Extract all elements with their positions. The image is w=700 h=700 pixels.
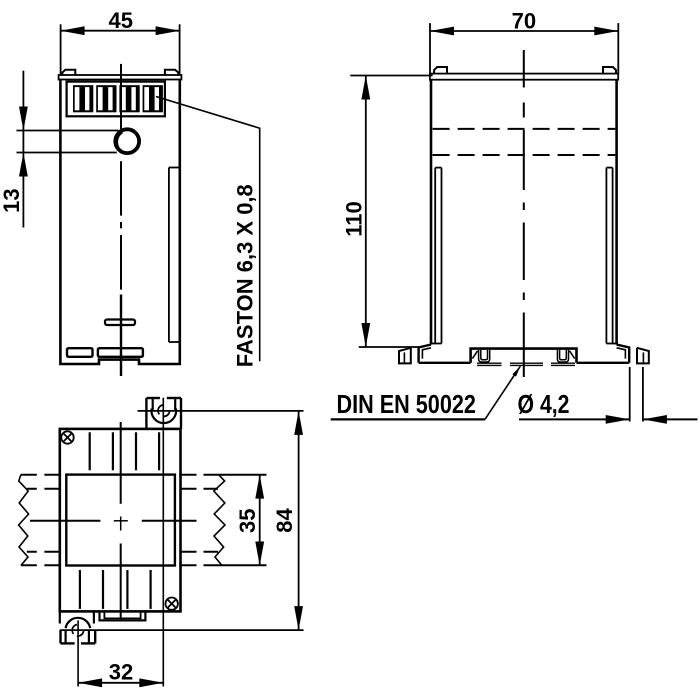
ear-bottom <box>58 611 97 687</box>
front-recess-center <box>96 347 145 359</box>
screw-symbol-bottomright <box>164 596 179 611</box>
front-groove <box>167 166 180 343</box>
front-view: 45 13 FASTON 6,3 X 0,8 <box>0 8 261 376</box>
dim-84-label: 84 <box>272 508 297 533</box>
dim-13: 13 <box>0 70 119 228</box>
din-claws <box>417 343 631 364</box>
coil-break-right <box>181 473 267 567</box>
ear-bottom-arc-group <box>64 616 92 644</box>
front-hole-arc <box>116 131 124 153</box>
din-latches <box>398 346 650 365</box>
dim-110: 110 <box>341 74 433 348</box>
dim-45: 45 <box>59 8 181 76</box>
dim-35-label: 35 <box>235 508 260 532</box>
side-grooves <box>431 166 617 345</box>
side-tab-left <box>433 66 448 74</box>
front-hole-ring <box>113 127 141 156</box>
front-tab-right <box>163 68 180 75</box>
dim-32-label: 32 <box>109 659 133 684</box>
dim-70: 70 <box>429 9 620 75</box>
bottom-center-lines <box>30 422 197 621</box>
dim-13-label: 13 <box>0 188 24 212</box>
dim-70-label: 70 <box>512 9 536 34</box>
dia-4-2-label: Ø 4,2 <box>518 391 570 419</box>
bottom-tongue <box>98 611 147 622</box>
terminal-slots <box>74 87 159 111</box>
dim-110-label: 110 <box>341 201 366 237</box>
dim-32: 32 <box>78 659 164 688</box>
din-recess <box>469 347 578 367</box>
terminal-cells <box>73 85 163 113</box>
side-view: 70 110 DIN EN 50022 Ø 4,2 <box>330 9 698 424</box>
dim-45-label: 45 <box>108 8 132 33</box>
coil-break-left <box>17 473 60 567</box>
lamination-lines <box>78 432 161 609</box>
bottom-view: 84 35 32 <box>17 396 304 688</box>
dim-84: 84 <box>60 409 304 631</box>
din-callout: DIN EN 50022 <box>330 365 521 421</box>
side-tab-right <box>602 66 617 74</box>
front-tab-left <box>61 68 77 75</box>
front-body <box>59 79 182 366</box>
faston-label: FASTON 6,3 X 0,8 <box>232 184 257 367</box>
screw-symbol-topleft <box>60 430 75 445</box>
front-recess-left <box>65 347 94 359</box>
din-label: DIN EN 50022 <box>336 391 476 419</box>
dim-4-2: Ø 4,2 <box>518 367 698 424</box>
din-recess-seat-dashes <box>477 362 575 367</box>
front-slot <box>103 318 137 327</box>
dim-35: 35 <box>235 474 265 566</box>
faston-callout: FASTON 6,3 X 0,8 <box>155 95 261 367</box>
